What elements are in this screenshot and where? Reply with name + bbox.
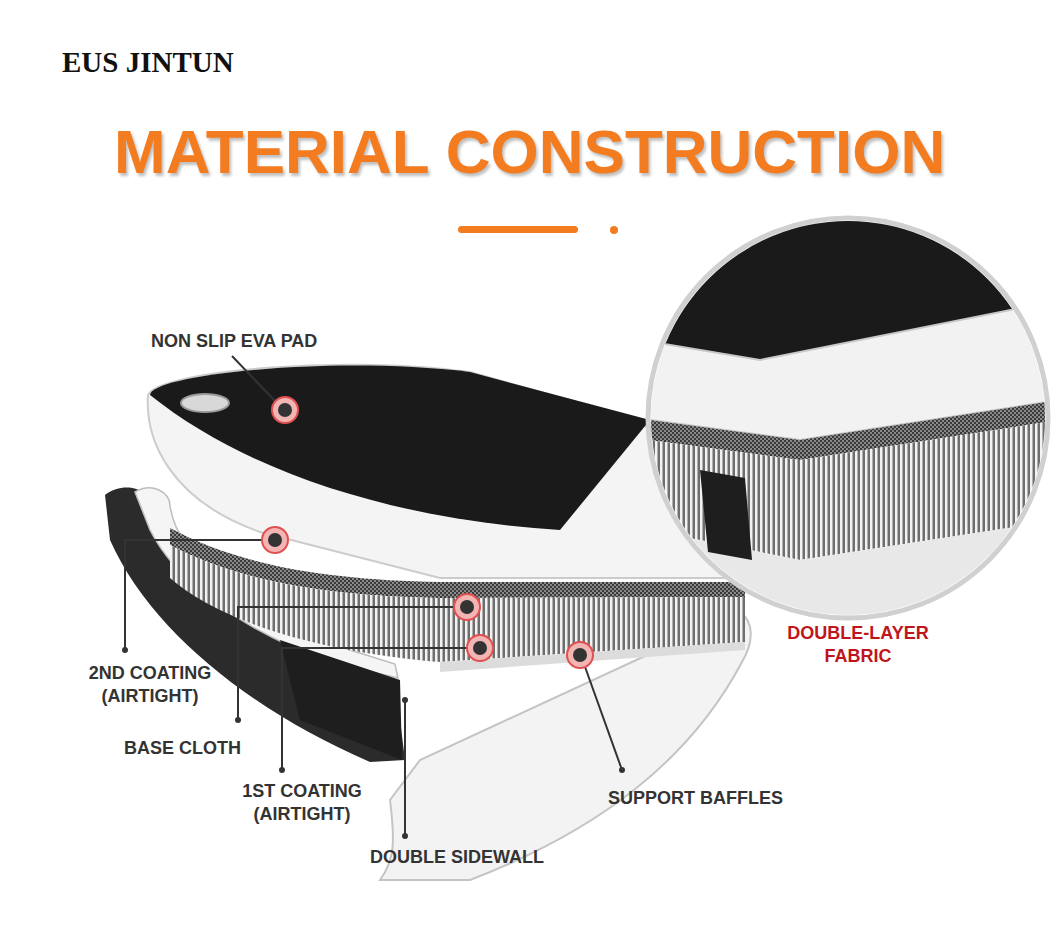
callout-dot — [460, 600, 474, 614]
brand-name: EUS JINTUN — [62, 44, 234, 82]
zoom-bottom — [640, 520, 1060, 640]
callout-ring — [262, 527, 288, 553]
leader-end — [402, 697, 408, 703]
callout-ring — [454, 594, 480, 620]
callout-dot — [573, 648, 587, 662]
part-label: DOUBLE SIDEWALL — [370, 846, 544, 869]
leader-line — [404, 700, 406, 836]
part-label: DOUBLE-LAYER FABRIC — [768, 622, 948, 669]
callout-ring — [567, 642, 593, 668]
callout-dot — [473, 641, 487, 655]
title-underline — [458, 226, 578, 233]
leader-lines — [125, 356, 622, 836]
leader-line — [584, 664, 622, 770]
leader-line — [125, 540, 262, 650]
part-label: BASE CLOTH — [124, 737, 241, 760]
callout-markers — [262, 397, 593, 668]
valve — [181, 394, 229, 412]
part-label: NON SLIP EVA PAD — [151, 330, 317, 353]
leader-end — [402, 833, 408, 839]
leader-end — [235, 717, 241, 723]
leader-line — [238, 607, 455, 720]
sidewall-patch — [280, 640, 402, 760]
zoom-sidewall — [700, 470, 752, 560]
leader-end — [619, 767, 625, 773]
magnified-detail — [640, 210, 1060, 640]
part-label: 2ND COATING (AIRTIGHT) — [70, 662, 230, 709]
diagram-title: MATERIAL CONSTRUCTION — [114, 116, 945, 187]
callout-dot — [268, 533, 282, 547]
eva-pad — [150, 366, 650, 530]
callout-dot — [278, 403, 292, 417]
leader-line — [282, 648, 468, 770]
leader-end — [122, 647, 128, 653]
callout-ring — [467, 635, 493, 661]
leader-end — [279, 767, 285, 773]
title-dot — [610, 226, 618, 234]
part-label: 1ST COATING (AIRTIGHT) — [222, 780, 382, 827]
support-baffles — [170, 545, 745, 662]
leader-line — [232, 356, 276, 402]
part-label: SUPPORT BAFFLES — [608, 787, 783, 810]
callout-ring — [272, 397, 298, 423]
